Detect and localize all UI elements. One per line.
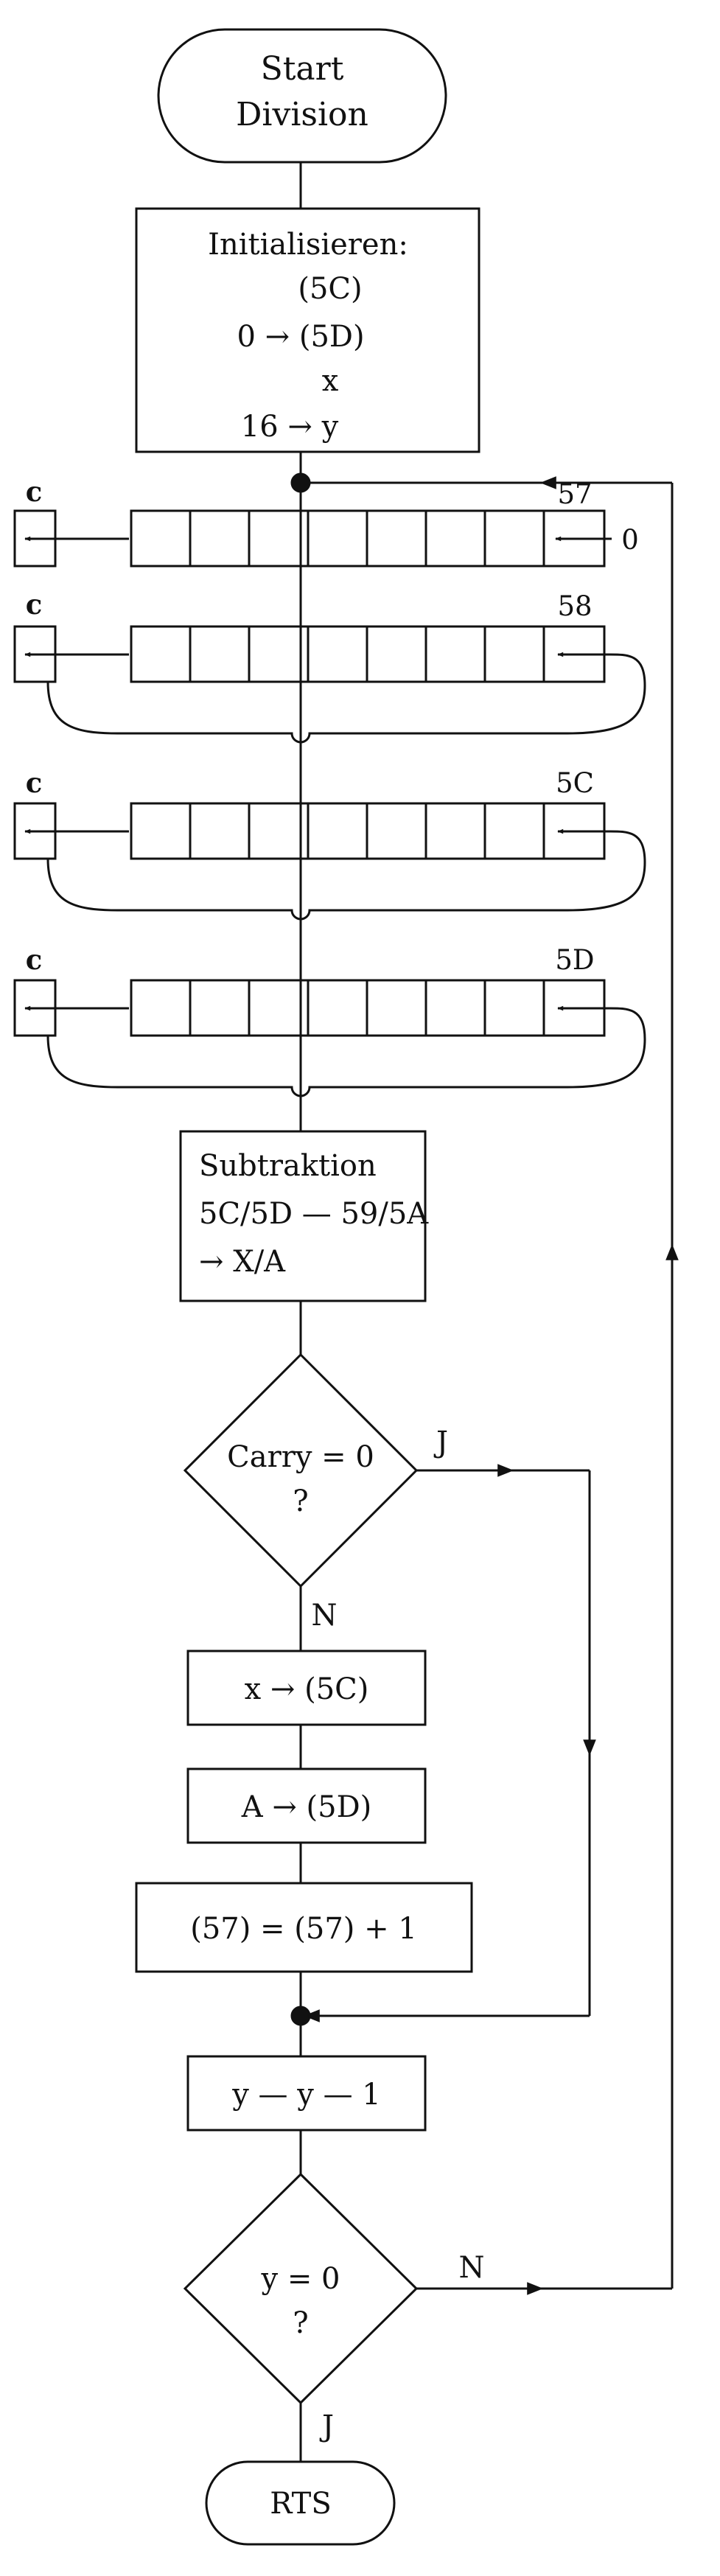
step-1-label: x → (5C) [245, 1672, 369, 1706]
step-box-1 [186, 1650, 427, 1726]
carry-no-label: N [312, 1599, 338, 1633]
init-line-1: (5C) [298, 272, 362, 306]
start-line-1: Start [261, 50, 344, 88]
register-label-5D: 5D [555, 944, 594, 976]
register-58-cells [189, 626, 545, 682]
subtraction-line-1: Subtraktion [199, 1149, 377, 1183]
step-3-label: (57) = (57) + 1 [190, 1912, 417, 1946]
init-box [135, 207, 480, 453]
carry-feed-5C [46, 828, 646, 921]
carry-feed-5D [46, 1005, 646, 1097]
carry-label-5C: c [26, 767, 43, 799]
carry-decision-line-2: ? [293, 1484, 308, 1518]
init-line-4: 16 → y [241, 410, 339, 444]
merge-junction-dot [290, 2006, 311, 2026]
start-terminal [157, 28, 447, 164]
init-title: Initialisieren: [208, 228, 408, 262]
end-label: RTS [270, 2487, 332, 2521]
register-label-58: 58 [557, 590, 592, 622]
step-4-label: y — y — 1 [231, 2078, 381, 2112]
carry-feed-58 [46, 652, 646, 744]
carry-label-5D: c [26, 943, 43, 976]
end-terminal [205, 2460, 396, 2546]
init-line-3: x [322, 364, 339, 398]
carry-label-57: c [26, 475, 43, 508]
zero-input-label: 0 [621, 524, 639, 556]
register-5D-cells [189, 980, 545, 1036]
subtraction-line-3: → X/A [199, 1245, 286, 1279]
register-5C-cells [189, 803, 545, 859]
subtraction-box [179, 1130, 427, 1302]
y-decision-line-2: ? [293, 2306, 308, 2340]
subtraction-line-2: 5C/5D — 59/5A [199, 1197, 429, 1231]
register-57-cells [189, 511, 545, 566]
step-box-4 [186, 2055, 427, 2132]
step-2-label: A → (5D) [241, 1790, 372, 1824]
register-label-57: 57 [557, 478, 592, 510]
step-box-2 [186, 1767, 427, 1844]
init-line-2: 0 → (5D) [237, 320, 364, 354]
start-line-2: Division [236, 96, 368, 133]
register-label-5C: 5C [556, 767, 594, 799]
carry-yes-label: J [433, 1425, 448, 1459]
y-no-label: N [459, 2251, 485, 2285]
step-box-3 [135, 1882, 473, 1973]
y-decision-line-1: y = 0 [261, 2262, 340, 2296]
y-yes-label: J [319, 2409, 334, 2443]
carry-label-58: c [26, 588, 43, 621]
carry-decision-line-1: Carry = 0 [227, 1440, 374, 1474]
